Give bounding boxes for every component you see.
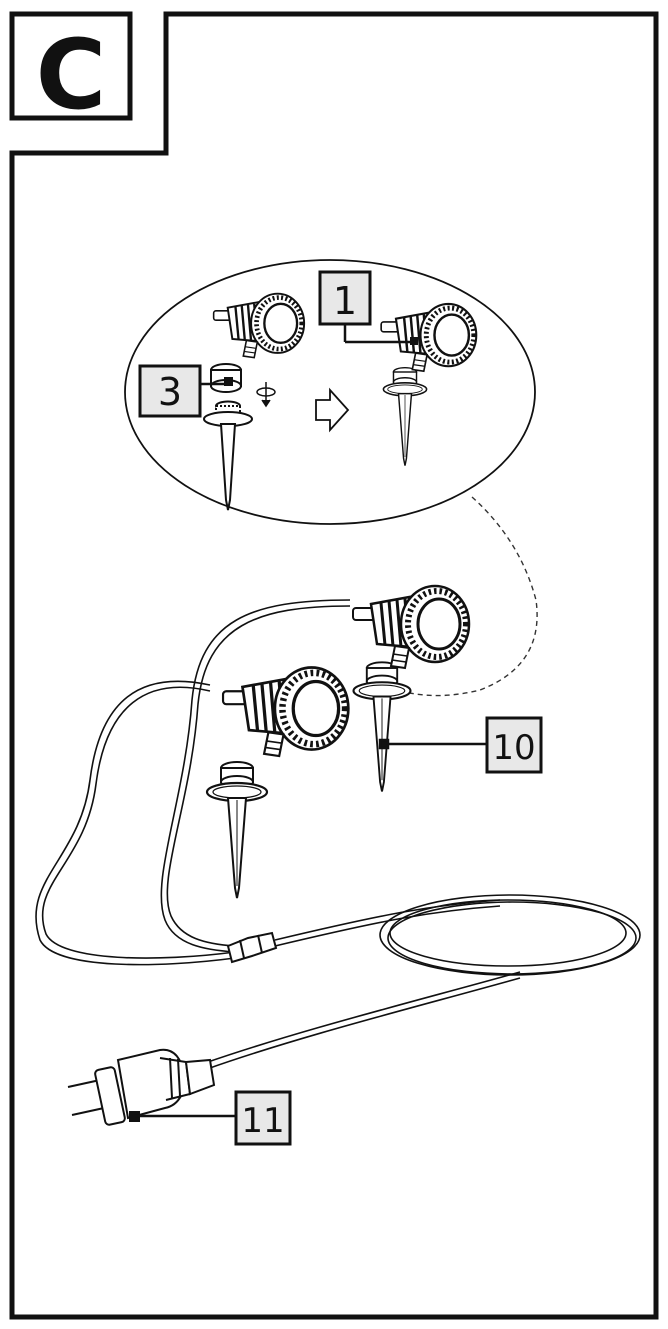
section-label-box (9, 11, 133, 121)
diagram-frame (9, 11, 659, 1320)
callout-1: 1 (318, 270, 372, 326)
callout-11: 11 (234, 1090, 292, 1146)
spotlight-rear (353, 586, 469, 793)
inset-stake-detached (203, 400, 253, 511)
callout-3: 3 (138, 364, 202, 418)
inset-spotlight-assembled (381, 304, 476, 467)
spotlight-front (205, 667, 348, 900)
detail-connector (404, 496, 538, 697)
mains-plug (67, 1048, 216, 1126)
callout-10: 10 (485, 716, 543, 774)
direction-arrow-icon (315, 387, 350, 433)
section-label: C (36, 19, 106, 131)
cable-harness (35, 599, 641, 1070)
svg-text:3: 3 (158, 370, 182, 414)
svg-text:10: 10 (492, 728, 535, 768)
svg-text:11: 11 (241, 1101, 284, 1141)
svg-text:1: 1 (333, 279, 357, 323)
inset-spotlight-detached (210, 294, 304, 393)
callout-leaders (135, 322, 487, 1118)
rotate-arrows-icon (256, 382, 276, 408)
cable-splitter (226, 931, 278, 964)
detail-inset (124, 259, 536, 525)
